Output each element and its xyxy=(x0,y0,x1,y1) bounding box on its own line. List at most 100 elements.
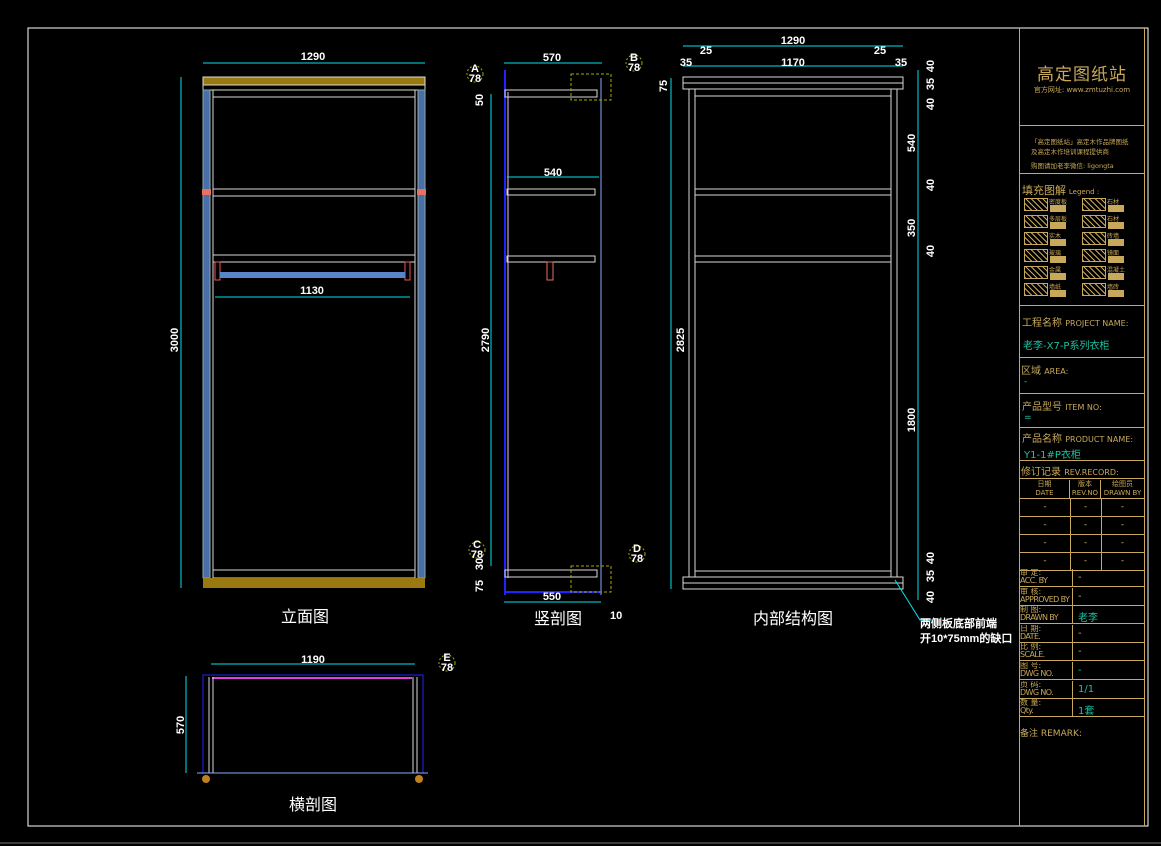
legend-swatch xyxy=(1082,249,1106,262)
desc-line: 「高定图纸站」高定木作品牌图纸 xyxy=(1031,138,1129,146)
rev-row: --- xyxy=(1020,535,1144,553)
rev-row: --- xyxy=(1020,517,1144,535)
legend-title-en: Legend : xyxy=(1068,188,1100,196)
legend-section: 填充图解 Legend : 密度板 石材 多层板 石材 实木 砖墙 玻璃 镜面 … xyxy=(1020,174,1144,306)
shelf xyxy=(212,254,416,263)
field-label: 图 号:DWG NO. xyxy=(1020,662,1073,679)
svg-text:78: 78 xyxy=(441,662,453,674)
legend-swatch xyxy=(1082,198,1106,211)
svg-text:78: 78 xyxy=(471,549,483,561)
dim-height: 3000 xyxy=(169,328,181,352)
rev-cell: - xyxy=(1020,517,1071,534)
rev-cell: - xyxy=(1070,499,1102,516)
svg-text:40: 40 xyxy=(925,179,937,191)
legend-swatch xyxy=(1082,266,1106,279)
dim-inset-right: 25 xyxy=(874,45,886,57)
rev-cell: - xyxy=(1070,517,1102,534)
svg-text:40: 40 xyxy=(925,591,937,603)
rev-row: --- xyxy=(1020,499,1144,517)
base-board xyxy=(203,578,425,588)
area-value: - xyxy=(1024,377,1028,387)
rev-cell: - xyxy=(1120,556,1125,566)
svg-text:35: 35 xyxy=(925,570,937,582)
item-value: = xyxy=(1024,413,1032,423)
dim-top-offset: 50 xyxy=(474,94,486,106)
brand-section: 高定图纸站 官方网址: www.zmtuzhi.com xyxy=(1020,28,1144,126)
dim-bottom-width: 550 xyxy=(543,591,561,603)
sign-field: 页 码:DWG NO. 1/1 xyxy=(1020,680,1144,699)
field-label: 制 图:DRAWN BY xyxy=(1020,606,1073,624)
dim-inner: 1170 xyxy=(781,57,805,69)
field-value: - xyxy=(1078,646,1082,658)
rev-cell: - xyxy=(1120,538,1125,548)
legend-swatch xyxy=(1082,283,1106,296)
contact: 购图请加老李微信: ligongta xyxy=(1031,162,1114,170)
rev-cell: - xyxy=(1020,553,1071,570)
website: 官方网址: www.zmtuzhi.com xyxy=(1033,86,1131,94)
sign-field: 制 图:DRAWN BY 老李 xyxy=(1020,606,1144,625)
field-label: 数 量:Qty. xyxy=(1020,699,1073,717)
legend-label: 墙纸 xyxy=(1049,284,1062,291)
field-label: 审 核:APPROVED BY xyxy=(1020,587,1073,605)
sign-field: 审 核:APPROVED BY - xyxy=(1020,587,1144,606)
legend-label: 多层板 xyxy=(1049,216,1068,223)
svg-text:35: 35 xyxy=(925,78,937,90)
rev-cell: - xyxy=(1120,502,1125,512)
sign-field: 审 定:ACC. BY - xyxy=(1020,569,1144,587)
hanging-rod xyxy=(220,272,405,278)
dim-bottom-b: 75 xyxy=(474,580,486,592)
area-field: 区域 AREA: - xyxy=(1020,358,1144,394)
view-title: 横剖图 xyxy=(289,795,337,814)
svg-text:C: C xyxy=(473,539,481,551)
legend-title: 填充图解 xyxy=(1022,184,1066,197)
svg-text:40: 40 xyxy=(925,98,937,110)
dim-rod: 1130 xyxy=(300,285,324,297)
legend-swatch xyxy=(1024,215,1048,228)
right-dimension-chain: 40 35 40 540 40 350 40 1800 40 35 40 xyxy=(906,60,937,603)
dim-gap: 10 xyxy=(610,610,622,622)
svg-text:A: A xyxy=(471,63,479,75)
sign-field: 图 号:DWG NO. - xyxy=(1020,662,1144,680)
legend-swatch xyxy=(1024,198,1048,211)
dim-width: 1190 xyxy=(301,654,325,666)
shelf xyxy=(694,255,892,263)
sign-field: 数 量:Qty. 1套 xyxy=(1020,699,1144,718)
plan-view: 1190 570 E78 横剖图 xyxy=(175,652,456,814)
right-side-panel xyxy=(417,89,426,579)
legend-swatch xyxy=(1024,249,1048,262)
elevation-view: 1290 3000 1130 立面图 xyxy=(169,51,426,626)
dim-width: 1290 xyxy=(301,51,325,63)
rev-record-label: 修订记录 REV.RECORD: xyxy=(1020,461,1144,479)
rev-cell: - xyxy=(1020,535,1071,552)
svg-text:350: 350 xyxy=(906,219,918,237)
legend-swatch xyxy=(1082,232,1106,245)
field-label: 审 定:ACC. BY xyxy=(1020,569,1073,586)
dim-bottom-a: 30 xyxy=(474,558,486,570)
svg-text:D: D xyxy=(633,543,641,555)
section-view: 570 540 550 2790 50 30 75 10 A78 B78 C78… xyxy=(466,52,646,628)
dim-shelf-width: 540 xyxy=(544,167,562,179)
legend-label: 实木 xyxy=(1049,233,1062,240)
legend-label: 玻璃 xyxy=(1049,250,1062,257)
svg-text:540: 540 xyxy=(906,134,918,152)
project-name-field: 工程名称 PROJECT NAME: 老李-X7-P系列衣柜 xyxy=(1020,306,1144,358)
svg-text:78: 78 xyxy=(469,73,481,85)
rev-row: --- xyxy=(1020,553,1144,571)
legend-label: 墙砖 xyxy=(1107,284,1120,291)
top-board xyxy=(202,76,426,86)
svg-text:40: 40 xyxy=(925,245,937,257)
view-title: 竖剖图 xyxy=(534,609,582,628)
svg-text:40: 40 xyxy=(925,552,937,564)
remark-label: 备注 REMARK: xyxy=(1020,729,1082,739)
dim-edge-right: 35 xyxy=(895,57,907,69)
item-no-field: 产品型号 ITEM NO: = xyxy=(1020,394,1144,428)
product-name-field: 产品名称 PRODUCT NAME: Y1-1#P衣柜 xyxy=(1020,428,1144,461)
legend-label: 镜面 xyxy=(1107,250,1120,257)
sign-field: 比 例:SCALE. - xyxy=(1020,643,1144,662)
svg-text:78: 78 xyxy=(631,553,643,565)
legend-label: 混凝土 xyxy=(1107,267,1126,274)
title-block: 高定图纸站 官方网址: www.zmtuzhi.com 「高定图纸站」高定木作品… xyxy=(1019,28,1145,826)
left-side-panel xyxy=(202,89,211,579)
